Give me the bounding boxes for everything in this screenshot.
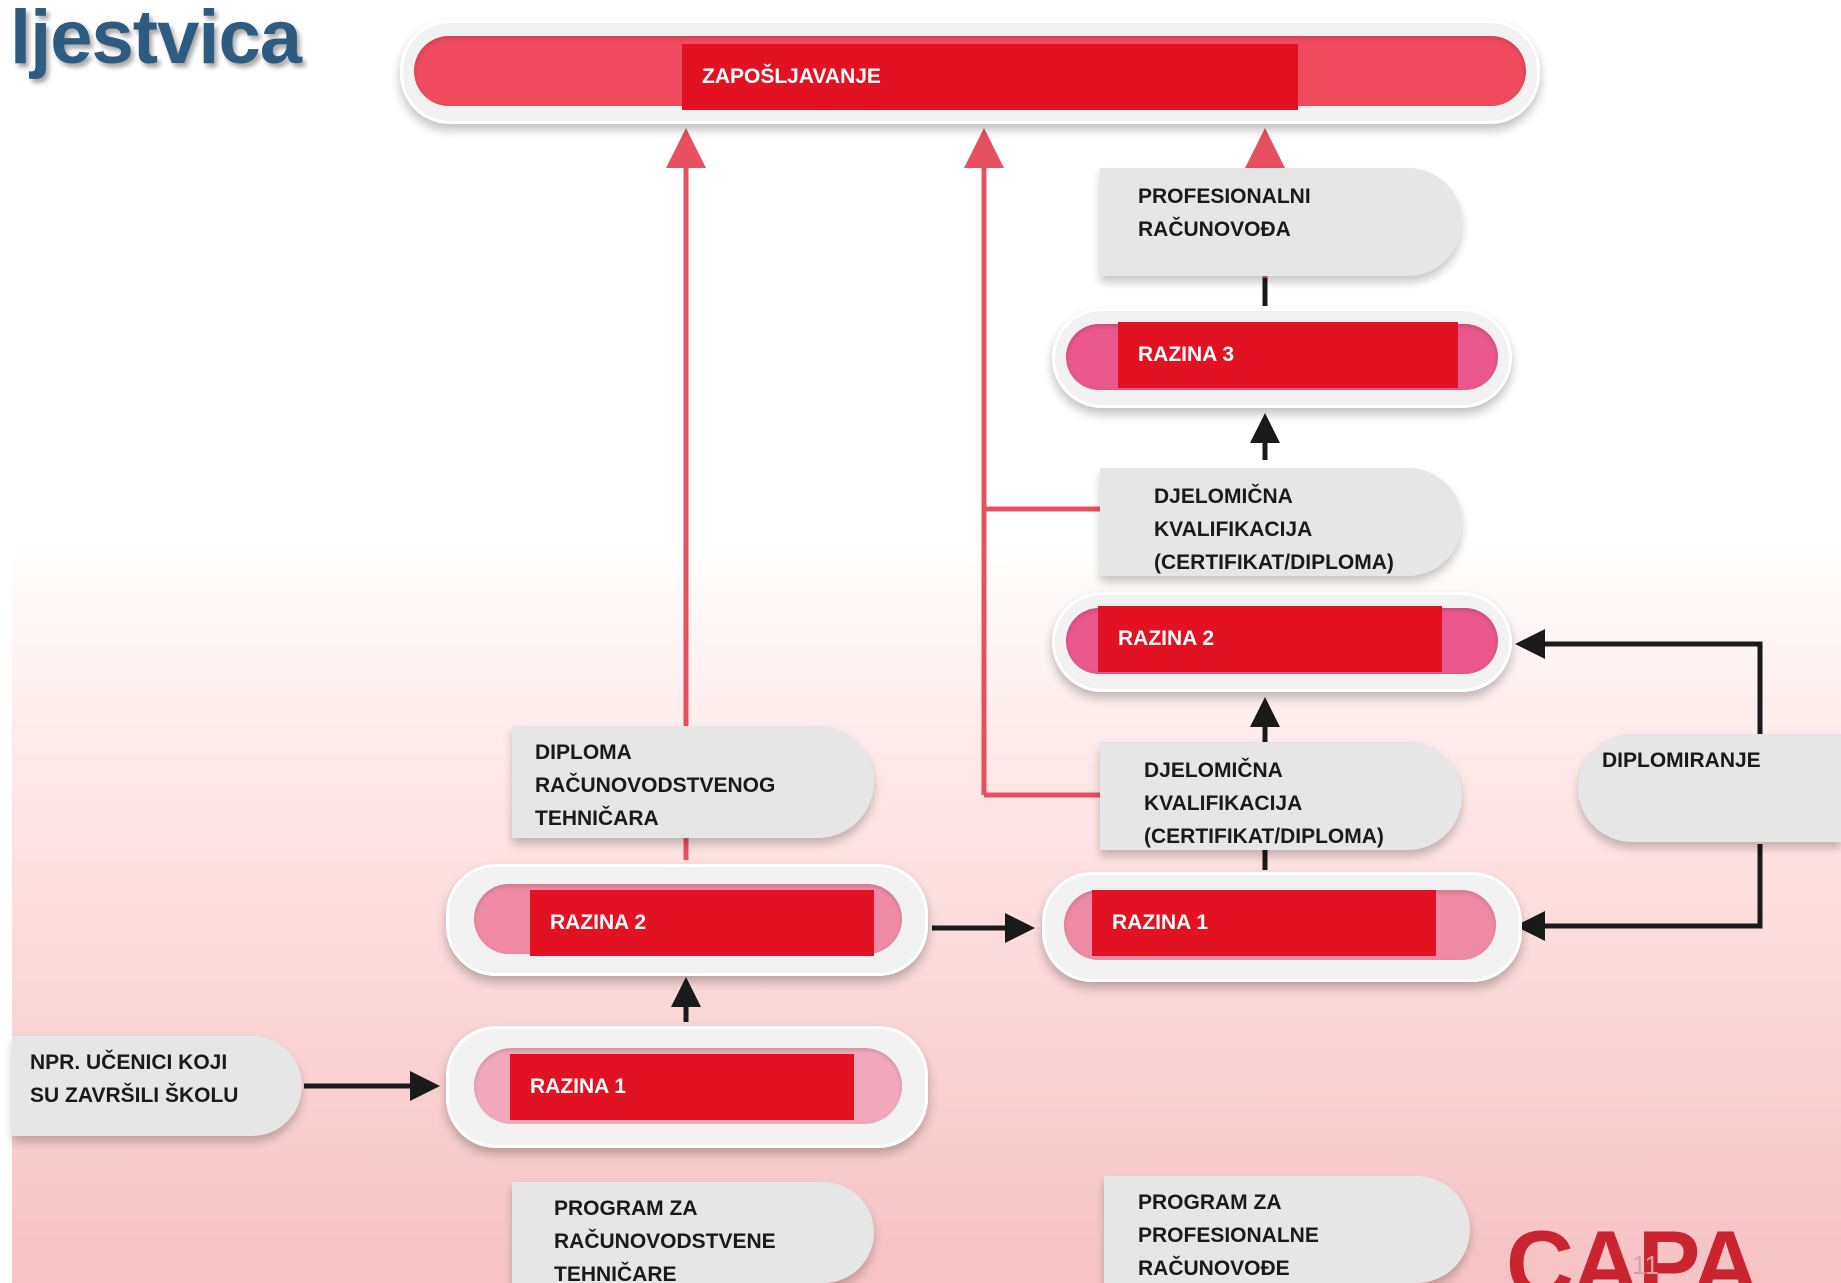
technician-diploma-box [512,726,874,838]
professional-accountant-box [1100,168,1462,276]
slide-title: ljestvica [10,0,302,80]
graduation-box [1578,734,1841,842]
partial-qualification-lower-box [1100,742,1462,850]
employment-bar: ZAPOŠLJAVANJE [682,44,1298,110]
page-number: 11 [1632,1250,1659,1280]
partial-qualification-upper-box [1100,468,1462,576]
professional-accountant-label: PROFESIONALNI RAČUNOVOĐA [1138,185,1311,241]
program-professional-box [1104,1176,1470,1283]
program-technician-box [512,1182,874,1283]
left-level2-bar: RAZINA 2 [530,890,874,956]
program-technician-label: PROGRAM ZA RAČUNOVODSTVENE TEHNIČARE [554,1197,776,1283]
left-level1-bar: RAZINA 1 [510,1054,854,1120]
graduation-label: DIPLOMIRANJE [1602,749,1761,772]
capa-logo: CAPA [1506,1211,1759,1283]
arrow-graduation-to-level2 [1515,629,1763,734]
technician-diploma-label: DIPLOMA RAČUNOVODSTVENOG TEHNIČARA [535,741,776,830]
partial-qualification-upper-label: DJELOMIČNA KVALIFIKACIJA (CERTIFIKAT/DIP… [1154,485,1394,574]
arrow-graduation-to-level1 [1515,844,1763,941]
right-level2-bar: RAZINA 2 [1098,606,1442,672]
entry-students-box [12,1036,302,1136]
right-level3-bar: RAZINA 3 [1118,322,1458,388]
entry-students-label: NPR. UČENICI KOJI SU ZAVRŠILI ŠKOLU [30,1051,239,1107]
partial-qualification-lower-label: DJELOMIČNA KVALIFIKACIJA (CERTIFIKAT/DIP… [1144,759,1384,848]
right-level1-bar: RAZINA 1 [1092,890,1436,956]
program-professional-label: PROGRAM ZA PROFESIONALNE RAČUNOVOĐE [1138,1191,1319,1280]
